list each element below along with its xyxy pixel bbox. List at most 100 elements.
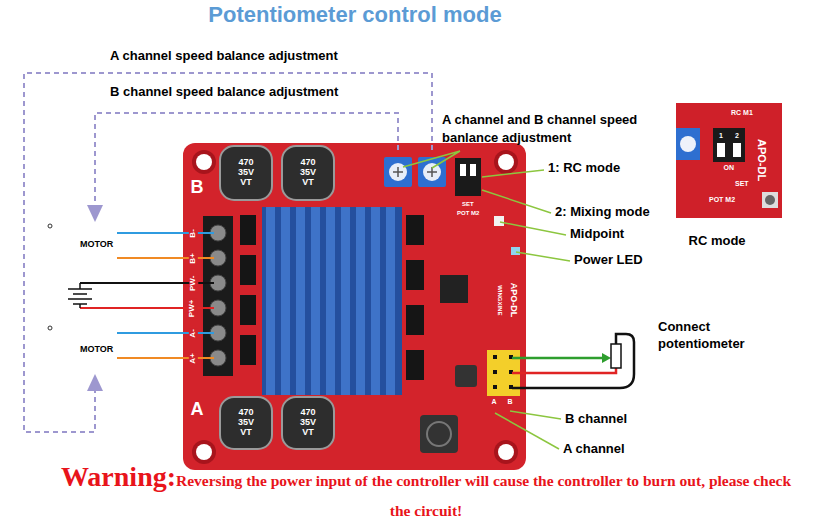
circuit-board: BAB-B+PW-PW+A-A+APO-DLWINGXINESETPOT M2A… — [183, 143, 526, 470]
leader-line — [500, 222, 566, 235]
inset-photo: RC M112ONSETPOT M2APO-DLRC mode — [676, 103, 782, 218]
mounting-ring — [494, 150, 518, 174]
dot-mark — [48, 224, 52, 228]
pin — [493, 355, 497, 359]
capacitor-rating: 470 35V VT — [295, 408, 321, 438]
pcb — [183, 143, 526, 470]
push-button-cap — [765, 195, 775, 205]
silkscreen-label: RC M1 — [731, 109, 753, 117]
capacitor-body — [220, 146, 272, 200]
push-button — [762, 192, 778, 208]
callout-label: Connect potentiometer — [658, 318, 768, 352]
trim-pot — [676, 128, 700, 160]
callout-label: B channel — [565, 411, 627, 427]
midpoint-led — [494, 216, 504, 226]
dip-lever — [733, 143, 741, 157]
pin — [493, 385, 497, 389]
heatsink-fin — [266, 207, 275, 395]
capacitor: 470 35V VT — [220, 146, 272, 200]
mosfet — [406, 350, 424, 380]
motor-wire — [117, 232, 214, 234]
pin-label: A — [492, 398, 497, 406]
mounting-hole — [498, 444, 514, 460]
trim-pot-screw — [423, 163, 441, 181]
silkscreen-label: APO-DL — [756, 139, 768, 181]
capacitor-body — [282, 397, 334, 449]
leader-line — [495, 413, 559, 449]
terminal-label: PW+ — [188, 298, 197, 318]
capacitor-rating: 470 35V VT — [233, 408, 259, 438]
mounting-ring — [494, 440, 518, 464]
dashed-guide — [95, 113, 398, 206]
power-led — [511, 247, 520, 255]
capacitor-rating: 470 35V VT — [233, 158, 259, 188]
wiper-arrow — [602, 353, 611, 363]
pot-wire — [512, 334, 634, 388]
trim-pot — [384, 157, 412, 187]
motor-label: MOTOR — [80, 344, 113, 355]
title: Potentiometer control mode — [150, 2, 560, 28]
silkscreen-label: POT M2 — [457, 210, 479, 217]
mosfet — [240, 215, 256, 245]
capacitor-body — [220, 397, 272, 449]
silkscreen-label: WINGXINE — [497, 285, 504, 315]
terminal-label: A- — [189, 328, 198, 338]
dip-lever — [460, 164, 466, 176]
capacitor-rating: 470 35V VT — [295, 158, 321, 188]
capacitor: 470 35V VT — [220, 397, 272, 449]
heatsink-fin — [386, 207, 395, 395]
switch-number: 1 — [719, 132, 723, 140]
pot-wire — [512, 357, 603, 360]
silkscreen-label: APO-DL — [508, 283, 518, 318]
leader-line — [510, 411, 561, 419]
warning-text: Reversing the power input of the control… — [176, 472, 791, 519]
callout-label: B channel speed balance adjustment — [110, 84, 338, 100]
switch-number: 2 — [735, 132, 739, 140]
heatsink — [262, 207, 402, 395]
dip-lever — [717, 143, 725, 157]
inset-board — [676, 103, 782, 218]
heatsink-fin — [356, 207, 365, 395]
callout-label: A channel speed balance adjustment — [110, 48, 338, 64]
dip-switch — [455, 158, 481, 196]
leader-line — [516, 252, 570, 261]
mounting-ring — [192, 440, 216, 464]
silkscreen-label: ON — [724, 164, 735, 172]
mosfet — [406, 260, 424, 290]
mounting-hole — [196, 444, 212, 460]
terminal-label: A+ — [189, 352, 198, 364]
motor-wire — [117, 257, 214, 259]
dot-mark — [48, 326, 52, 330]
dip-switch — [713, 128, 745, 162]
callout-label: Midpoint — [570, 226, 624, 242]
terminal-block — [203, 216, 233, 376]
mosfet — [240, 335, 256, 365]
dashed-guide — [24, 73, 432, 432]
pin-label: B — [508, 398, 513, 406]
warning-block: Warning:Reversing the power input of the… — [50, 462, 802, 526]
pot-wire — [512, 368, 616, 373]
silkscreen-label: SET — [735, 180, 749, 188]
heatsink-fin — [296, 207, 305, 395]
callout-label: Power LED — [574, 252, 643, 268]
heatsink-fin — [311, 207, 320, 395]
inductor-coil — [427, 422, 451, 446]
motor-wire — [117, 357, 214, 359]
pin — [493, 370, 497, 374]
inductor — [420, 415, 458, 453]
heatsink-fin — [326, 207, 335, 395]
terminal-label: PW- — [189, 274, 198, 291]
callout-label: A channel and B channel speed banlance a… — [442, 111, 664, 147]
leader-line — [403, 151, 460, 168]
dip-lever — [470, 164, 476, 176]
arrowhead — [87, 374, 103, 391]
motor-wire — [117, 332, 214, 334]
heatsink-fin — [281, 207, 290, 395]
arrowhead — [87, 205, 103, 222]
callout-label: 1: RC mode — [548, 160, 620, 176]
terminal-label: B+ — [189, 252, 198, 264]
trim-pot-slot — [427, 167, 437, 177]
mounting-hole — [196, 154, 212, 170]
